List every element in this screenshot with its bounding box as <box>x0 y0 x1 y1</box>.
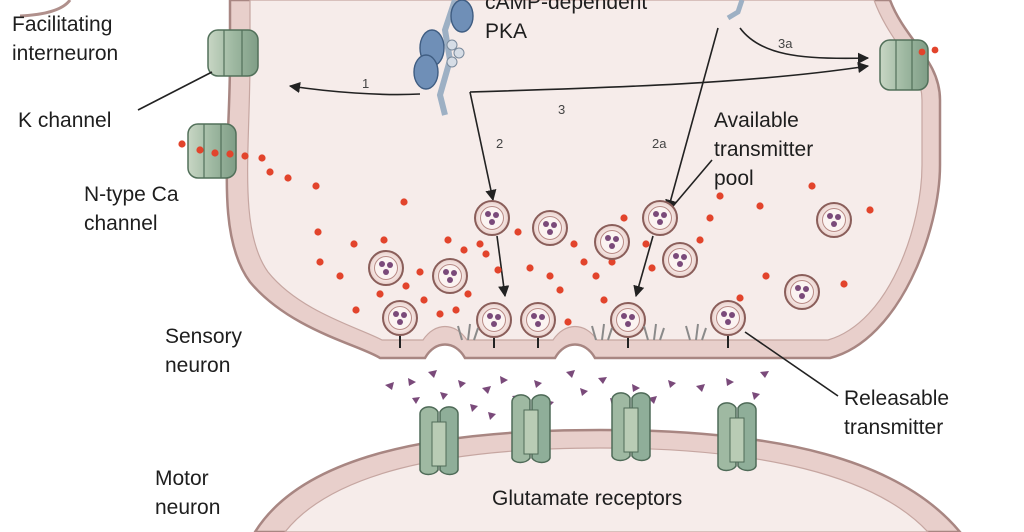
label-glutamate-receptors: Glutamate receptors <box>492 487 683 510</box>
label-camp-pka: cAMP-dependent PKA <box>485 0 647 46</box>
docked-vesicle <box>520 302 556 348</box>
vesicle <box>368 250 404 286</box>
label-ntype-line-1: N-type Ca <box>84 183 179 206</box>
pka-complex <box>413 0 474 116</box>
vesicle <box>784 274 820 310</box>
pathway-number-2a: 2a <box>652 136 667 151</box>
label-available-transmitter-pool: Available transmitter pool <box>714 106 813 193</box>
label-sensory-line-2: neuron <box>165 354 231 377</box>
label-facilitating-interneuron: Facilitating interneuron <box>12 10 118 68</box>
camp-pointer <box>726 0 745 21</box>
right-membrane-channel <box>879 39 939 91</box>
label-sensory-neuron: Sensory neuron <box>165 322 242 380</box>
docked-vesicle <box>476 302 512 348</box>
vesicle <box>474 200 510 236</box>
vesicle <box>594 224 630 260</box>
label-releasable-line-2: transmitter <box>844 416 944 439</box>
label-releasable-transmitter: Releasable transmitter <box>844 384 949 442</box>
docked-vesicle <box>382 300 418 348</box>
label-camp-line-1: cAMP-dependent <box>485 0 648 14</box>
glutamate-receptor <box>717 402 757 472</box>
arrow-vesicle-right <box>633 235 654 298</box>
label-available-line-1: Available <box>714 109 799 132</box>
active-zone-fibers <box>457 323 707 341</box>
arrow-1 <box>288 81 421 96</box>
interneuron-edge <box>19 0 72 18</box>
pathway-number-1: 1 <box>362 76 370 91</box>
label-sensory-line-1: Sensory <box>165 325 243 348</box>
label-n-type-ca-channel: N-type Ca channel <box>84 180 179 238</box>
synaptic-vesicles <box>368 200 852 348</box>
vesicle <box>432 258 468 294</box>
label-releasable-line-1: Releasable <box>844 387 950 410</box>
vesicle <box>642 200 678 236</box>
docked-vesicle <box>610 302 646 348</box>
label-motor-line-2: neuron <box>155 496 221 519</box>
vesicle <box>662 242 698 278</box>
label-ntype-line-2: channel <box>84 212 158 235</box>
k-channel-leader <box>137 71 213 111</box>
releasable-leader <box>744 331 839 397</box>
arrow-2 <box>469 91 497 202</box>
label-available-line-2: transmitter <box>714 138 814 161</box>
glutamate-receptor <box>511 394 551 464</box>
glutamate-receptor <box>611 392 651 462</box>
pathway-number-2: 2 <box>496 136 504 151</box>
label-facilitating-line-1: Facilitating <box>12 13 113 36</box>
arrow-vesicle-left <box>496 235 510 298</box>
pathway-number-3: 3 <box>558 102 566 117</box>
label-camp-line-2: PKA <box>485 20 528 43</box>
sensory-terminal-cytoplasm <box>247 0 923 341</box>
docked-vesicle <box>710 300 746 348</box>
arrow-3 <box>469 61 870 93</box>
glutamate-receptor <box>419 406 459 476</box>
vesicle <box>532 210 568 246</box>
label-facilitating-line-2: interneuron <box>12 42 119 65</box>
calcium-ions <box>178 140 874 326</box>
label-available-line-3: pool <box>714 167 754 190</box>
arrow-3a <box>739 27 870 64</box>
n-type-ca-channel <box>187 123 237 179</box>
available-pool-leader <box>667 159 713 213</box>
label-motor-line-1: Motor <box>155 467 209 490</box>
vesicle <box>816 202 852 238</box>
arrow-2a <box>665 27 719 212</box>
k-channel <box>207 29 259 77</box>
label-motor-neuron: Motor neuron <box>155 464 220 522</box>
pathway-number-3a: 3a <box>778 36 793 51</box>
label-k-channel: K channel <box>18 109 112 132</box>
